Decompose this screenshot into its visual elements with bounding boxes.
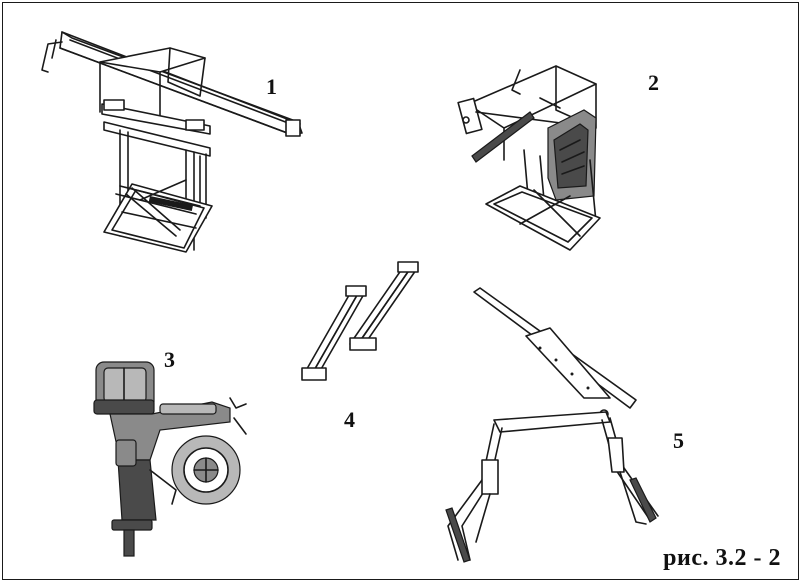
item-label-1: 1 bbox=[266, 74, 277, 99]
stand-with-cover-icon bbox=[457, 65, 601, 251]
item-label-4: 4 bbox=[344, 407, 355, 432]
coil-nailer-icon bbox=[93, 361, 247, 557]
item-label-5: 5 bbox=[673, 428, 684, 453]
mitre-saw-stand-icon bbox=[41, 31, 303, 253]
figure-caption: рис. 3.2 - 2 bbox=[663, 545, 781, 571]
item-label-3: 3 bbox=[164, 347, 175, 372]
item-label-2: 2 bbox=[648, 70, 659, 95]
folding-trestle-icon bbox=[445, 287, 659, 563]
support-rails-icon bbox=[301, 261, 419, 381]
